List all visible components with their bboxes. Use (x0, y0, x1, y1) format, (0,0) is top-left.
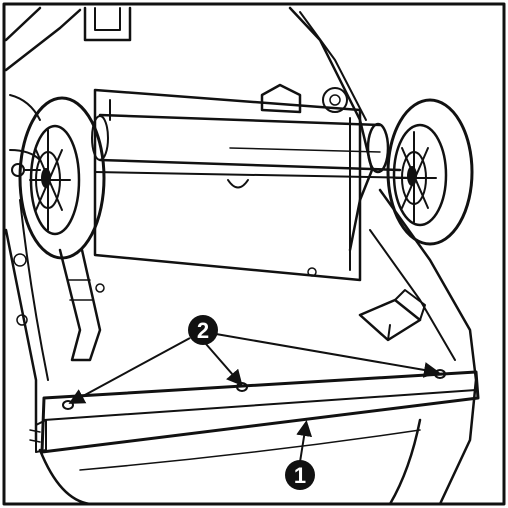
left-wheel (18, 96, 106, 260)
callout-2-badge: 2 (188, 315, 218, 345)
front-bar (29, 370, 480, 454)
back-plate (93, 88, 362, 293)
callout-1-badge: 1 (285, 460, 315, 490)
right-bracket (358, 289, 426, 342)
upper-mount (260, 83, 348, 114)
machine-housing (4, 6, 478, 506)
callout-1-leader (296, 420, 313, 463)
axle-assembly (11, 113, 421, 179)
hole-left (62, 400, 74, 410)
right-wheel (386, 98, 474, 246)
callout-2-label: 2 (197, 318, 209, 343)
callout-1-label: 1 (294, 463, 306, 488)
callout-2-leaders (68, 333, 440, 404)
left-bracket (58, 248, 102, 362)
